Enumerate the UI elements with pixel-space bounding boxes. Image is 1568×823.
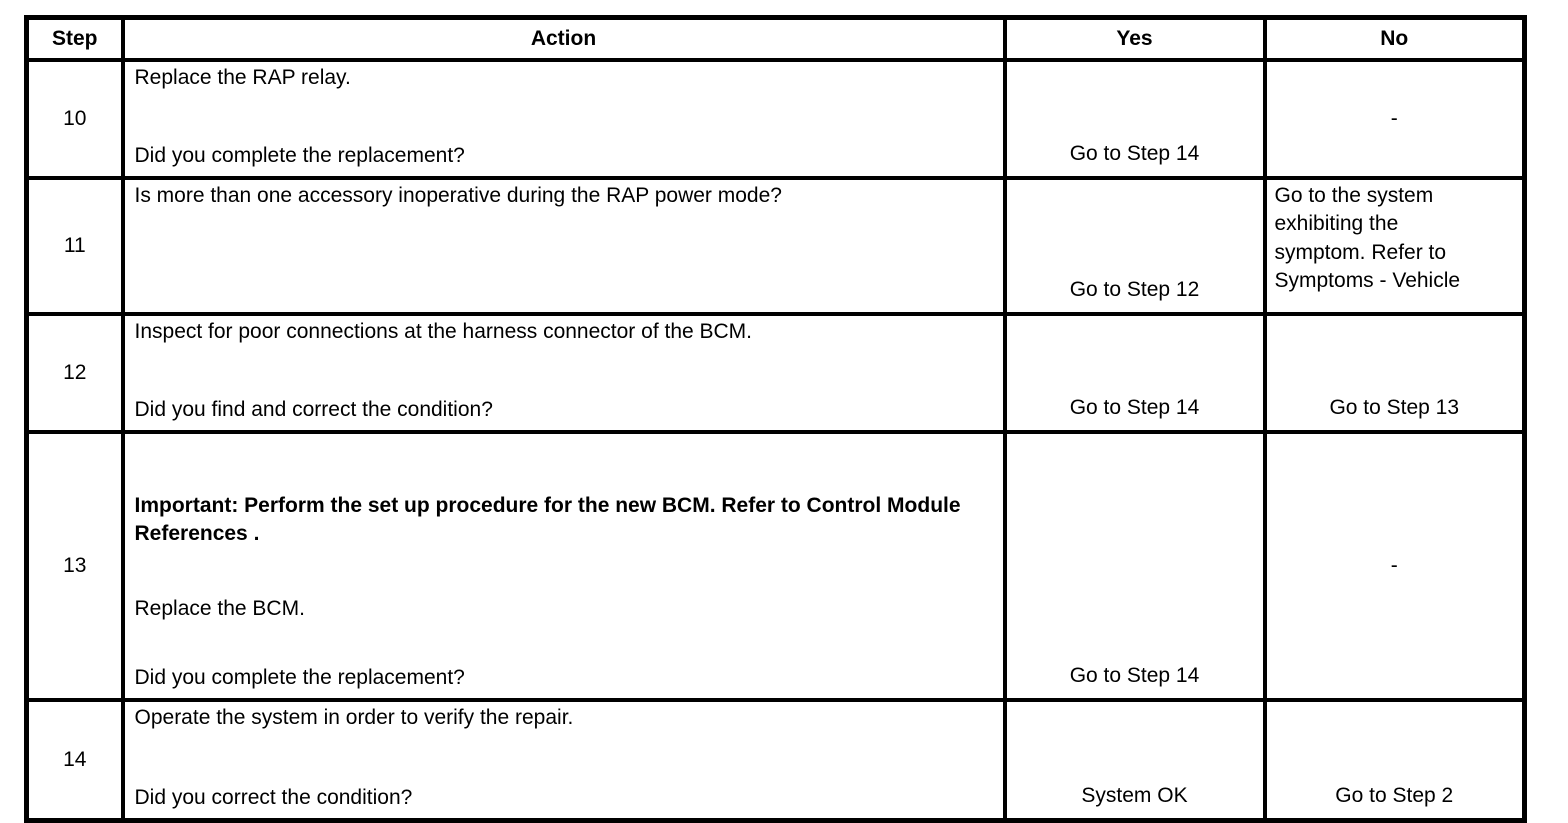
no-result: - [1262,58,1527,180]
action-text-block: Important: Perform the set up procedure … [135,436,993,692]
step-number: 12 [24,312,125,434]
action-instruction: Operate the system in order to verify th… [134,706,574,729]
column-header-action: Action [120,15,1007,62]
header-row: Step Action Yes No [24,15,1527,62]
column-header-yes: Yes [1002,15,1267,62]
action-text-block: Operate the system in order to verify th… [135,704,993,812]
action-instruction: Replace the BCM. [134,596,305,620]
action-cell: Inspect for poor connections at the harn… [120,312,1007,434]
step-number: 14 [24,698,125,823]
yes-result: System OK [1002,698,1267,823]
action-cell: Operate the system in order to verify th… [120,698,1007,823]
action-question: Is more than one accessory inoperative d… [134,184,782,207]
step-number: 10 [24,58,125,180]
action-text-block: Is more than one accessory inoperative d… [135,182,993,306]
action-cell: Important: Perform the set up procedure … [120,430,1007,702]
table-row-step-13: 13 Important: Perform the set up procedu… [24,430,1527,702]
table-row-step-10: 10 Replace the RAP relay. Did you comple… [24,58,1527,180]
no-result: Go to Step 2 [1262,698,1527,823]
yes-result: Go to Step 12 [1002,176,1267,316]
action-question: Did you complete the replacement? [134,665,465,689]
action-question: Did you complete the replacement? [134,143,465,167]
table-row-step-11: 11 Is more than one accessory inoperativ… [24,176,1527,316]
table-row-step-12: 12 Inspect for poor connections at the h… [24,312,1527,434]
action-important-note: Important: Perform the set up procedure … [134,494,961,546]
no-result: Go to Step 13 [1262,312,1527,434]
yes-result: Go to Step 14 [1002,312,1267,434]
action-cell: Is more than one accessory inoperative d… [120,176,1007,316]
column-header-no: No [1262,15,1527,62]
action-instruction: Inspect for poor connections at the harn… [134,320,753,343]
table-row-step-14: 14 Operate the system in order to verify… [24,698,1527,823]
diagnostic-step-table: Step Action Yes No 10 Replace the RAP re… [24,15,1527,823]
no-result: - [1262,430,1527,702]
yes-result: Go to Step 14 [1002,58,1267,180]
step-number: 11 [24,176,125,316]
action-cell: Replace the RAP relay. Did you complete … [120,58,1007,180]
yes-result: Go to Step 14 [1002,430,1267,702]
no-result-text: Go to the system exhibiting the symptom.… [1274,184,1461,293]
action-text-block: Inspect for poor connections at the harn… [135,318,993,424]
column-header-step: Step [24,15,125,62]
action-instruction: Replace the RAP relay. [134,66,351,89]
action-question: Did you find and correct the condition? [134,397,493,421]
step-number: 13 [24,430,125,702]
no-result: Go to the system exhibiting the symptom.… [1262,176,1527,316]
action-text-block: Replace the RAP relay. Did you complete … [135,64,993,170]
action-question: Did you correct the condition? [134,785,413,809]
